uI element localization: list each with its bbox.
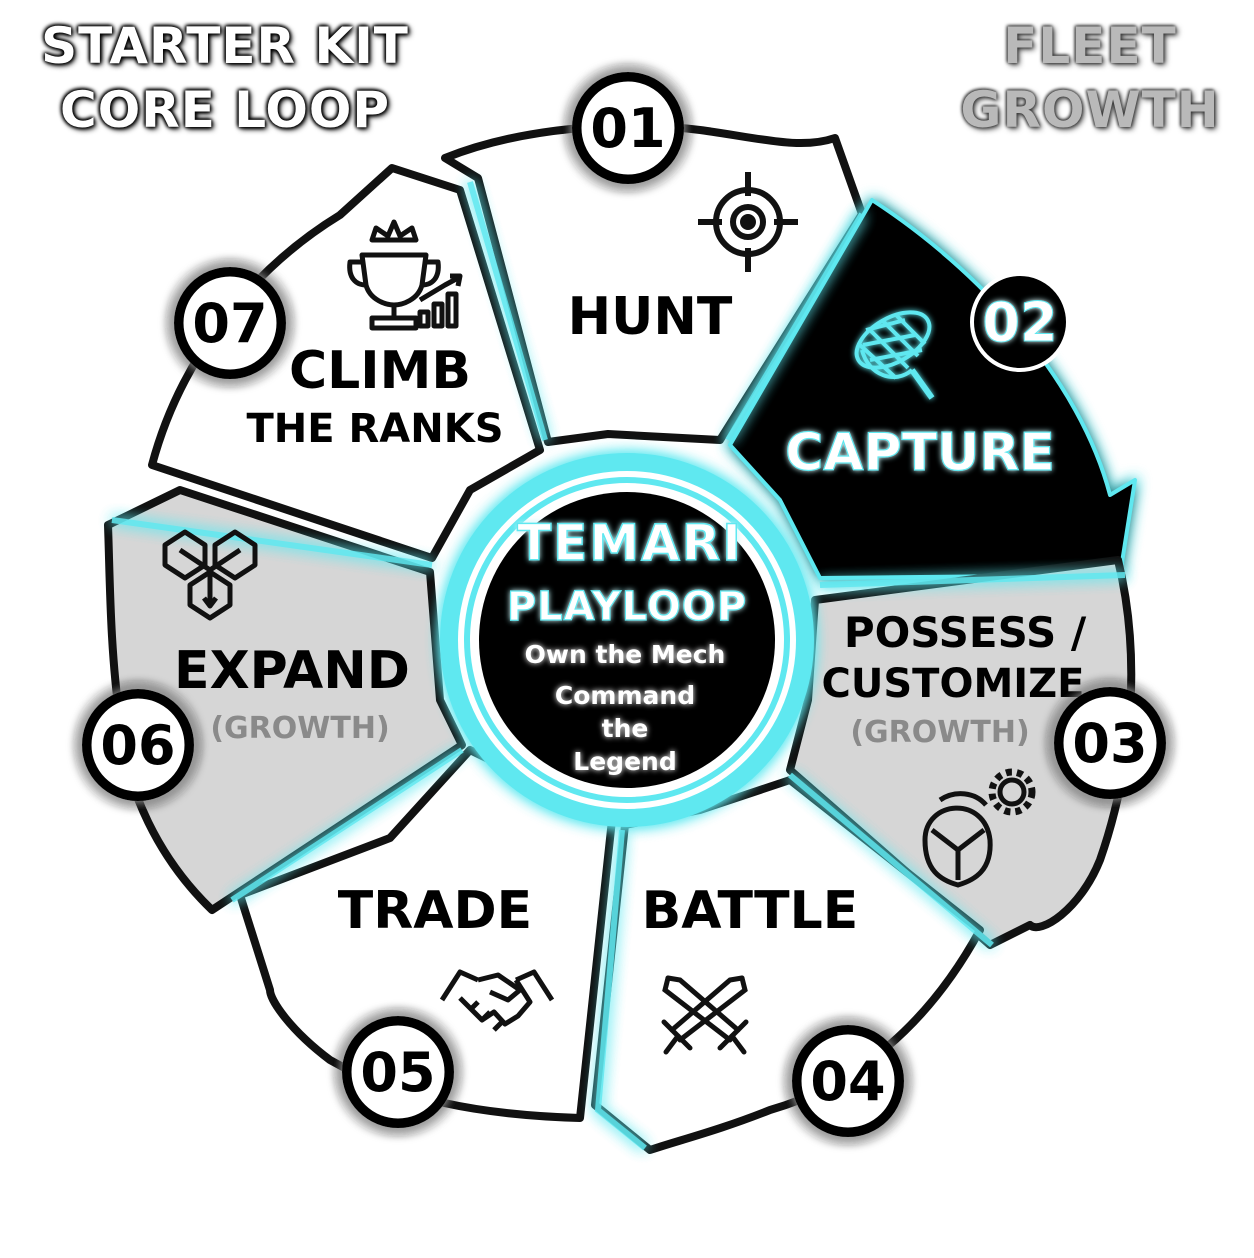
segment-dividers [111,181,1126,1151]
corner-left-line-2: CORE LOOP [60,81,390,139]
step-label-hunt: HUNT [568,287,733,347]
helmet-gear-icon [922,768,1036,888]
badge-05: 05 [342,1016,454,1128]
center-tagline-4: Legend [573,747,676,776]
segment-battle [591,776,984,1154]
capture-net-icon [854,310,935,400]
badge-04-number: 04 [810,1050,885,1113]
center-hub: TEMARI PLAYLOOP Own the Mech Command the… [440,453,814,827]
badge-01: 01 [572,72,684,184]
step-tag-possess: (GROWTH) [850,715,1029,750]
badge-02: 02 [970,272,1070,372]
step-label-possess-2: CUSTOMIZE [822,661,1085,707]
segment-hunt [441,121,866,446]
crossed-swords-icon [661,975,749,1055]
center-title: TEMARI [517,514,743,572]
step-label-battle: BATTLE [642,881,859,941]
step-label-climb-2: THE RANKS [246,406,503,452]
corner-right-line-2: GROWTH [960,81,1220,139]
badge-06-number: 06 [100,714,175,777]
badge-01-number: 01 [590,97,665,160]
badge-03: 03 [1054,687,1166,799]
corner-title-left: STARTER KIT CORE LOOP [20,14,430,142]
badge-04: 04 [792,1025,904,1137]
step-label-expand: EXPAND [174,641,410,701]
center-tagline-3: the [602,714,649,743]
corner-left-line-1: STARTER KIT [41,17,409,75]
badge-07-number: 07 [192,292,267,355]
center-tagline-2: Command [555,681,695,710]
step-label-possess-1: POSSESS / [844,608,1087,657]
corner-title-right: FLEET GROWTH [930,14,1250,142]
segment-capture [728,198,1137,580]
center-tagline-1: Own the Mech [525,640,726,669]
corner-right-line-1: FLEET [1003,17,1177,75]
segment-possess [786,556,1136,949]
step-tag-expand: (GROWTH) [210,711,389,746]
badge-07: 07 [174,267,286,379]
badge-03-number: 03 [1072,712,1147,775]
trophy-chart-icon [347,219,463,331]
expand-hexagons-icon [162,529,258,621]
crosshair-icon [698,172,798,272]
step-label-capture: CAPTURE [785,423,1055,483]
center-subtitle: PLAYLOOP [507,584,747,630]
step-label-trade: TRADE [338,881,532,941]
handshake-icon [439,969,555,1032]
badge-02-number: 02 [982,291,1057,354]
badge-06: 06 [82,689,194,801]
badge-05-number: 05 [360,1041,435,1104]
step-label-climb-1: CLIMB [289,341,471,401]
